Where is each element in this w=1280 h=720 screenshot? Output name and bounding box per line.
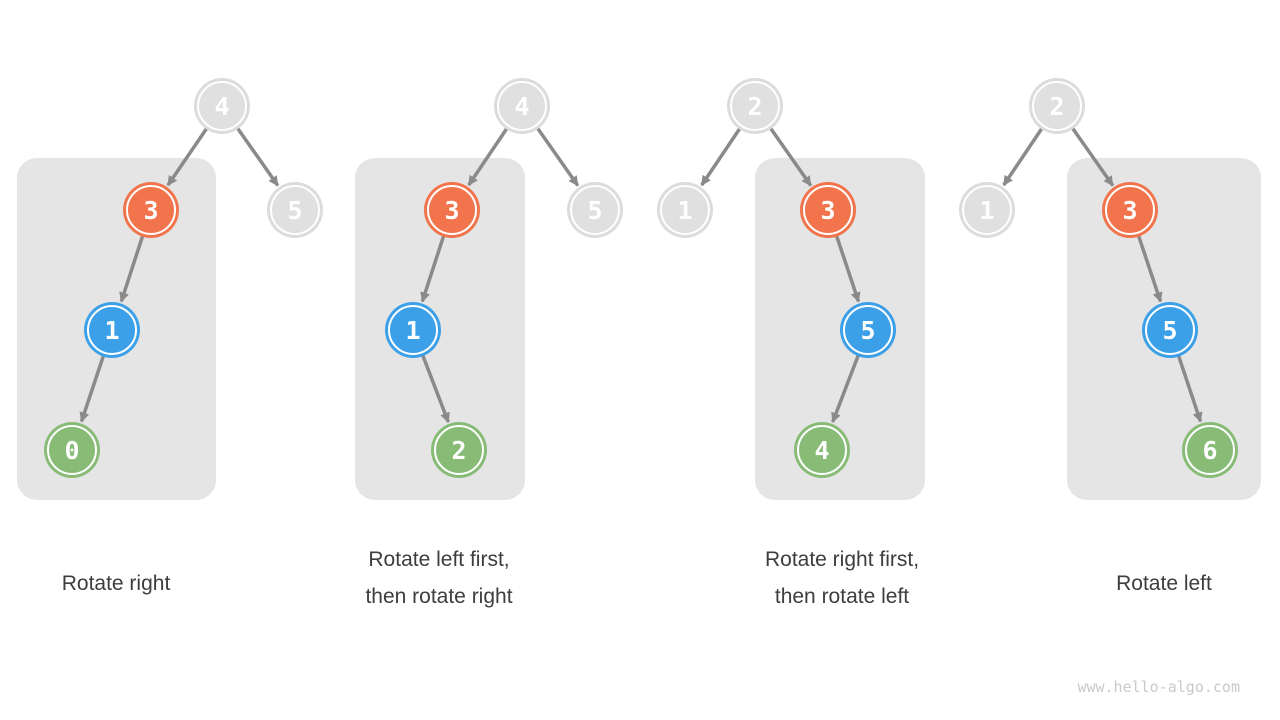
tree-node: 1 <box>962 185 1012 235</box>
node-value: 3 <box>143 195 159 225</box>
tree-node: 5 <box>843 305 893 355</box>
tree-node: 1 <box>388 305 438 355</box>
node-value: 4 <box>214 91 230 121</box>
tree-edge <box>119 235 145 303</box>
tree-edge <box>1071 127 1115 187</box>
tree-edge <box>421 354 450 423</box>
node-value: 3 <box>1122 195 1138 225</box>
node-value: 3 <box>444 195 460 225</box>
tree-node: 3 <box>126 185 176 235</box>
tree-edge <box>166 127 209 187</box>
tree-node: 5 <box>270 185 320 235</box>
tree-node: 6 <box>1185 425 1235 475</box>
tree-node: 2 <box>1032 81 1082 131</box>
tree-edge <box>420 235 446 303</box>
tree-node: 2 <box>730 81 780 131</box>
tree-edge <box>536 127 580 187</box>
tree-edge <box>700 127 742 187</box>
node-value: 1 <box>104 315 120 345</box>
tree-node: 5 <box>570 185 620 235</box>
tree-node: 2 <box>434 425 484 475</box>
tree-node: 1 <box>660 185 710 235</box>
node-value: 5 <box>860 315 876 345</box>
tree-edge <box>467 127 509 187</box>
node-value: 5 <box>1162 315 1178 345</box>
node-value: 2 <box>747 91 763 121</box>
caption-rotate-left-right: Rotate left first, then rotate right <box>365 548 513 608</box>
tree-edge <box>834 235 861 303</box>
tree-edge <box>1136 235 1163 303</box>
node-value: 3 <box>820 195 836 225</box>
tree-edge <box>236 127 280 187</box>
tree-edge <box>79 355 106 423</box>
tree-node: 3 <box>1105 185 1155 235</box>
node-value: 1 <box>979 195 995 225</box>
tree-node: 4 <box>497 81 547 131</box>
tree-edge <box>831 354 860 423</box>
node-value: 5 <box>287 195 303 225</box>
tree-edge <box>769 127 813 187</box>
node-value: 5 <box>587 195 603 225</box>
node-value: 4 <box>814 435 830 465</box>
tree-edge <box>1002 127 1044 187</box>
watermark: www.hello-algo.com <box>1077 678 1240 696</box>
tree-node: 4 <box>797 425 847 475</box>
tree-node: 1 <box>87 305 137 355</box>
tree-node: 0 <box>47 425 97 475</box>
node-value: 1 <box>677 195 693 225</box>
node-value: 0 <box>64 435 80 465</box>
tree-edge <box>1176 355 1203 423</box>
caption-rotate-left: Rotate left <box>1116 572 1212 595</box>
node-value: 6 <box>1202 435 1218 465</box>
tree-node: 3 <box>427 185 477 235</box>
tree-node: 5 <box>1145 305 1195 355</box>
caption-rotate-right: Rotate right <box>61 572 171 595</box>
tree-node: 3 <box>803 185 853 235</box>
tree-node: 4 <box>197 81 247 131</box>
node-value: 4 <box>514 91 530 121</box>
node-value: 1 <box>405 315 421 345</box>
node-value: 2 <box>451 435 467 465</box>
node-value: 2 <box>1049 91 1065 121</box>
caption-rotate-right-left: Rotate right first, then rotate left <box>764 548 920 608</box>
